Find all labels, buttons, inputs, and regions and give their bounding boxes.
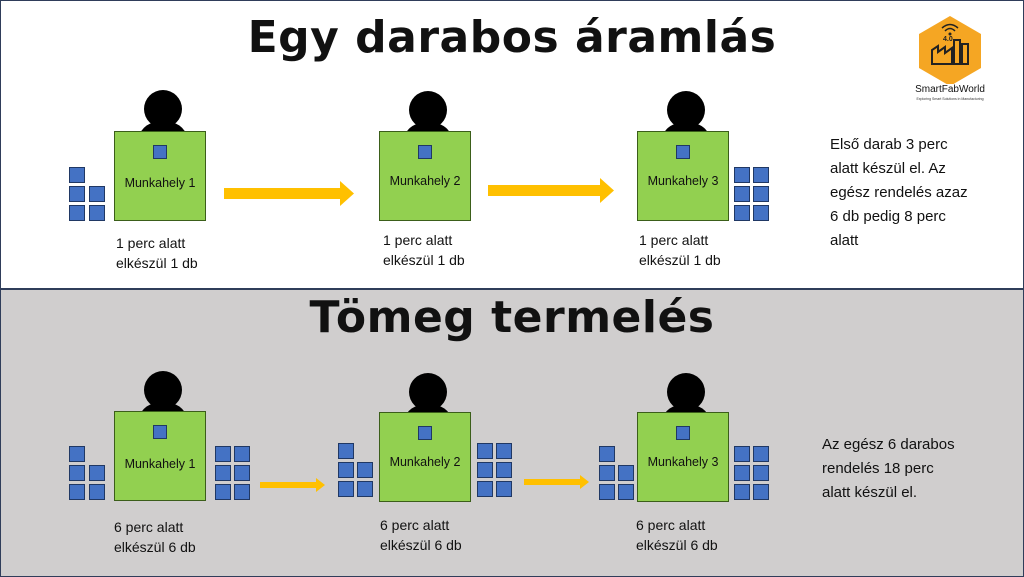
- part: [338, 462, 354, 478]
- part-slot: [676, 145, 690, 159]
- part: [477, 443, 493, 459]
- workstation-1: Munkahely 1: [114, 411, 206, 501]
- workstation-1: Munkahely 1: [114, 131, 206, 221]
- factory-hexagon-icon: [919, 16, 981, 86]
- part: [69, 465, 85, 481]
- station-note: 6 perc alatt elkészül 6 db: [636, 517, 718, 553]
- top-arrow-2: [488, 178, 614, 203]
- part: [618, 484, 634, 500]
- part: [496, 443, 512, 459]
- workstation-label: Munkahely 2: [389, 174, 461, 188]
- part: [599, 465, 615, 481]
- part: [89, 205, 105, 221]
- part: [69, 167, 85, 183]
- part: [734, 205, 750, 221]
- part: [215, 465, 231, 481]
- part: [338, 481, 354, 497]
- part: [753, 205, 769, 221]
- station-note: 1 perc alatt elkészül 1 db: [383, 232, 465, 268]
- workstation-label: Munkahely 1: [124, 457, 196, 471]
- smartfabworld-logo: 4.0 SmartFabWorld Exploring Smart Soluti…: [905, 14, 995, 104]
- bottom-arrow-2: [524, 475, 589, 489]
- part: [215, 446, 231, 462]
- workstation-2: Munkahely 2: [379, 412, 471, 502]
- part: [753, 484, 769, 500]
- workstation-2: Munkahely 2: [379, 131, 471, 221]
- part: [89, 186, 105, 202]
- part: [89, 465, 105, 481]
- part: [734, 167, 750, 183]
- part: [338, 443, 354, 459]
- part: [69, 205, 85, 221]
- part: [599, 484, 615, 500]
- part-slot: [153, 425, 167, 439]
- part: [234, 465, 250, 481]
- part: [753, 186, 769, 202]
- station-note: 6 perc alatt elkészül 6 db: [114, 519, 196, 555]
- workstation-3: Munkahely 3: [637, 412, 729, 502]
- part: [734, 465, 750, 481]
- part: [477, 462, 493, 478]
- bottom-summary: Az egész 6 darabos rendelés 18 perc alat…: [822, 436, 955, 501]
- part: [496, 462, 512, 478]
- top-summary: Első darab 3 perc alatt készül el. Az eg…: [830, 136, 968, 249]
- logo-badge: 4.0: [943, 36, 953, 43]
- part-slot: [418, 426, 432, 440]
- part: [753, 465, 769, 481]
- part: [734, 446, 750, 462]
- part: [357, 462, 373, 478]
- workstation-label: Munkahely 3: [647, 455, 719, 469]
- station-note: 1 perc alatt elkészül 1 db: [116, 235, 198, 271]
- part: [496, 481, 512, 497]
- part: [234, 446, 250, 462]
- logo-tagline: Exploring Smart Solutions in Manufacturi…: [916, 97, 984, 101]
- logo-brand: SmartFabWorld: [915, 84, 985, 95]
- bottom-title: Tömeg termelés: [309, 292, 715, 343]
- station-note: 1 perc alatt elkészül 1 db: [639, 232, 721, 268]
- part-slot: [676, 426, 690, 440]
- part: [69, 446, 85, 462]
- part: [215, 484, 231, 500]
- part: [69, 186, 85, 202]
- workstation-label: Munkahely 3: [647, 174, 719, 188]
- part-slot: [153, 145, 167, 159]
- top-arrow-1: [224, 181, 354, 206]
- part: [69, 484, 85, 500]
- workstation-label: Munkahely 1: [124, 176, 196, 190]
- workstation-3: Munkahely 3: [637, 131, 729, 221]
- top-title: Egy darabos áramlás: [247, 12, 777, 63]
- part: [234, 484, 250, 500]
- bottom-arrow-1: [260, 478, 325, 492]
- part: [753, 167, 769, 183]
- part: [357, 481, 373, 497]
- part: [618, 465, 634, 481]
- part: [89, 484, 105, 500]
- part: [734, 484, 750, 500]
- part: [734, 186, 750, 202]
- workstation-label: Munkahely 2: [389, 455, 461, 469]
- part-slot: [418, 145, 432, 159]
- part: [477, 481, 493, 497]
- part: [599, 446, 615, 462]
- part: [753, 446, 769, 462]
- station-note: 6 perc alatt elkészül 6 db: [380, 517, 462, 553]
